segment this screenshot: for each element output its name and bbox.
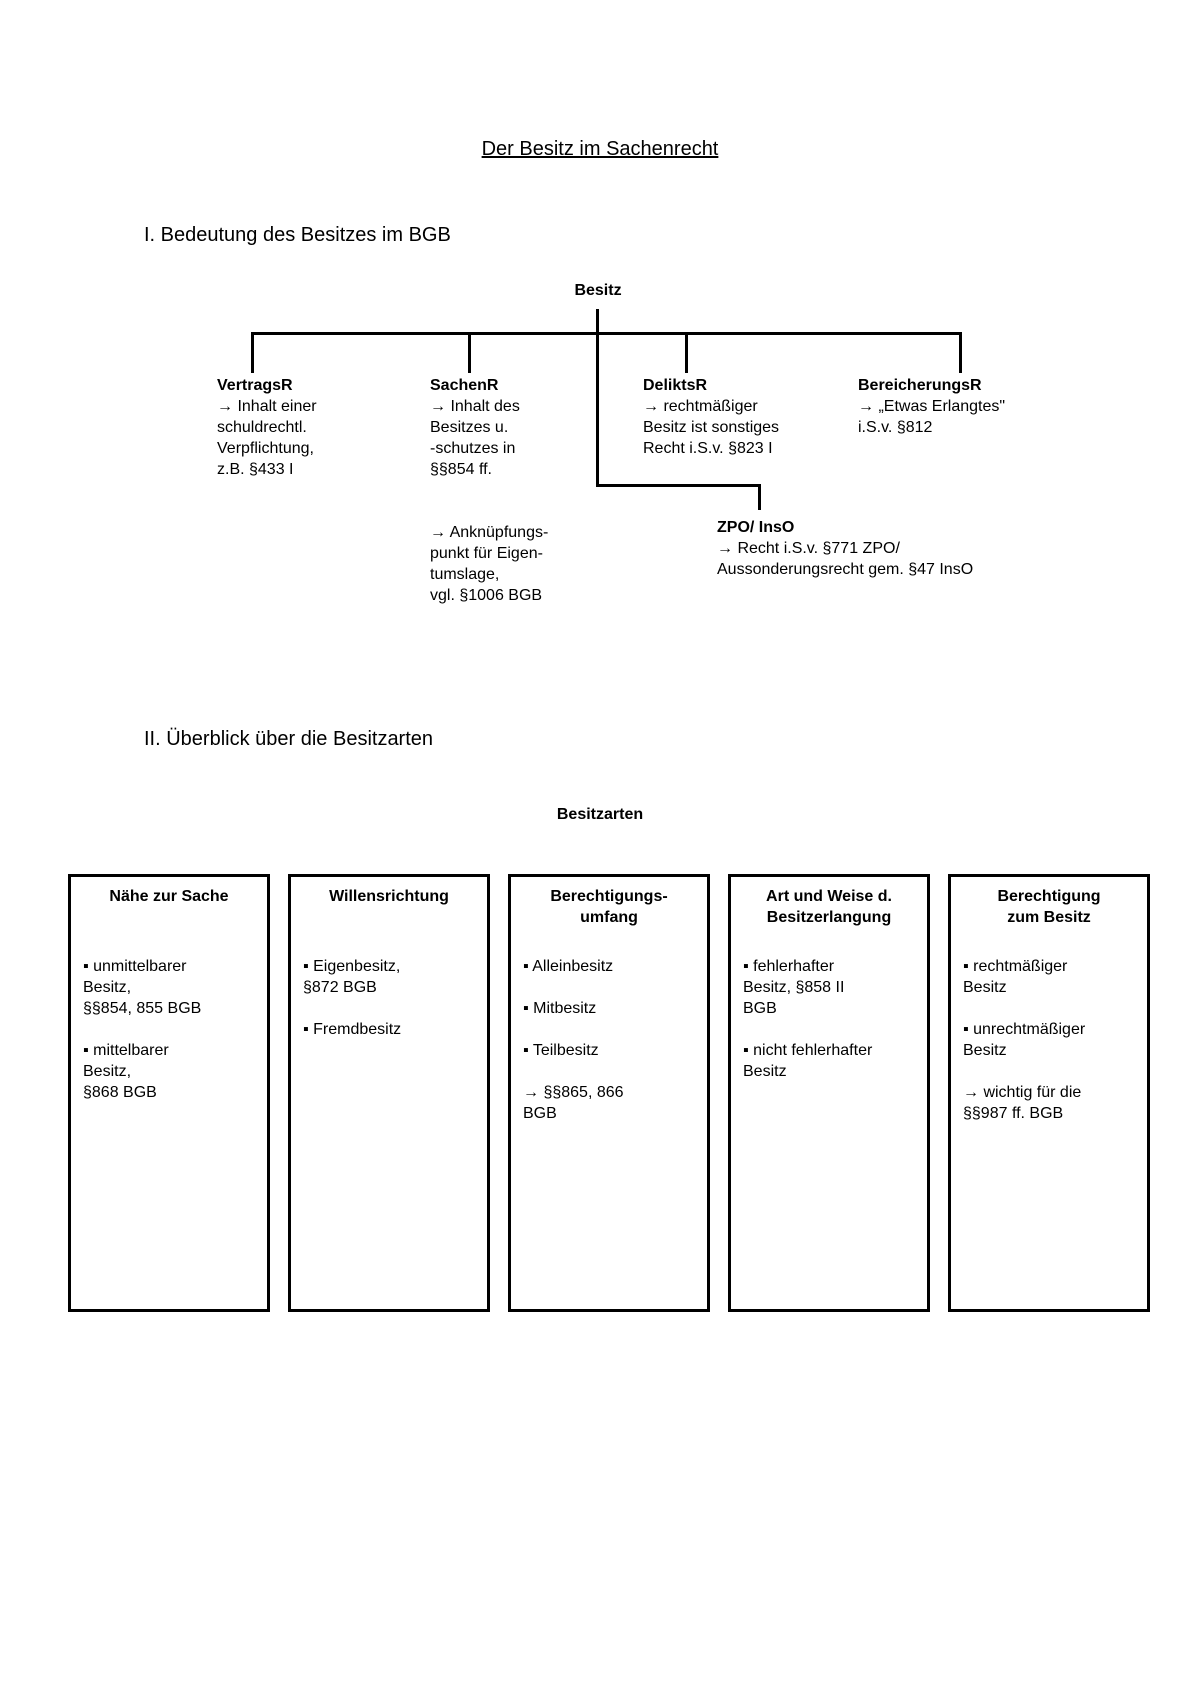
branch-vertragsr-title: VertragsR	[217, 377, 293, 394]
box-willensrichtung-title: Willensrichtung	[329, 888, 449, 905]
box-berechtigungsumfang-body: ▪ Alleinbesitz ▪ Mitbesitz ▪ Teilbesitz …	[523, 958, 624, 1122]
box-berechtigungsumfang-title: Berechtigungs- umfang	[550, 888, 668, 926]
tree-center-vertical-line	[596, 309, 599, 487]
section-1-heading: I. Bedeutung des Besitzes im BGB	[144, 224, 451, 246]
page-title: Der Besitz im Sachenrecht	[481, 138, 719, 160]
box-naehe-zur-sache-title: Nähe zur Sache	[109, 888, 229, 905]
box-naehe-zur-sache-body: ▪ unmittelbarer Besitz, §§854, 855 BGB ▪…	[83, 958, 202, 1101]
branch-sachenr-title: SachenR	[430, 377, 499, 394]
branch-bereicherungsr-title: BereicherungsR	[858, 377, 982, 394]
tree-elbow-horizontal	[596, 484, 761, 487]
tree-drop-deliktsr	[685, 332, 688, 373]
box-willensrichtung-body: ▪ Eigenbesitz, §872 BGB ▪ Fremdbesitz	[303, 958, 402, 1038]
box-berechtigung-zum-besitz-title: Berechtigung zum Besitz	[997, 888, 1101, 926]
box-art-und-weise-besitzerlangung-title: Art und Weise d. Besitzerlangung	[766, 888, 892, 926]
box-berechtigung-zum-besitz: Berechtigung zum Besitz ▪ rechtmäßiger B…	[948, 874, 1150, 1312]
branch-zpo-inso: ZPO/ InsO → Recht i.S.v. §771 ZPO/ Ausso…	[717, 517, 997, 580]
branch-deliktsr-body: → rechtmäßiger Besitz ist sonstiges Rech…	[643, 398, 780, 457]
tree-horizontal-bar	[251, 332, 962, 335]
branch-deliktsr-title: DeliktsR	[643, 377, 708, 394]
box-art-und-weise-besitzerlangung-body: ▪ fehlerhafter Besitz, §858 II BGB ▪ nic…	[743, 958, 873, 1080]
box-berechtigungsumfang: Berechtigungs- umfang ▪ Alleinbesitz ▪ M…	[508, 874, 710, 1312]
branch-zpo-inso-body: → Recht i.S.v. §771 ZPO/ Aussonderungsre…	[717, 540, 974, 578]
tree-drop-sachenr	[468, 332, 471, 373]
tree-drop-bereicherungsr	[959, 332, 962, 373]
branch-vertragsr-body: → Inhalt einer schuldrechtl. Verpflichtu…	[217, 398, 317, 478]
section-2-heading: II. Überblick über die Besitzarten	[144, 728, 434, 750]
besitzarten-heading: Besitzarten	[556, 806, 644, 823]
box-willensrichtung: Willensrichtung ▪ Eigenbesitz, §872 BGB …	[288, 874, 490, 1312]
tree-drop-vertragsr	[251, 332, 254, 373]
tree-root-label: Besitz	[574, 282, 622, 299]
branch-deliktsr: DeliktsR → rechtmäßiger Besitz ist sonst…	[643, 375, 833, 459]
box-berechtigung-zum-besitz-body: ▪ rechtmäßiger Besitz ▪ unrechtmäßiger B…	[963, 958, 1086, 1122]
box-art-und-weise-besitzerlangung: Art und Weise d. Besitzerlangung ▪ fehle…	[728, 874, 930, 1312]
tree-drop-zpo-inso	[758, 484, 761, 510]
branch-sachenr-body: → Inhalt des Besitzes u. -schutzes in §§…	[430, 398, 549, 604]
box-naehe-zur-sache: Nähe zur Sache ▪ unmittelbarer Besitz, §…	[68, 874, 270, 1312]
branch-sachenr: SachenR → Inhalt des Besitzes u. -schutz…	[430, 375, 605, 606]
branch-bereicherungsr-body: → „Etwas Erlangtes" i.S.v. §812	[858, 398, 1006, 436]
branch-zpo-inso-title: ZPO/ InsO	[717, 519, 795, 536]
branch-bereicherungsr: BereicherungsR → „Etwas Erlangtes" i.S.v…	[858, 375, 1068, 438]
branch-vertragsr: VertragsR → Inhalt einer schuldrechtl. V…	[217, 375, 392, 480]
